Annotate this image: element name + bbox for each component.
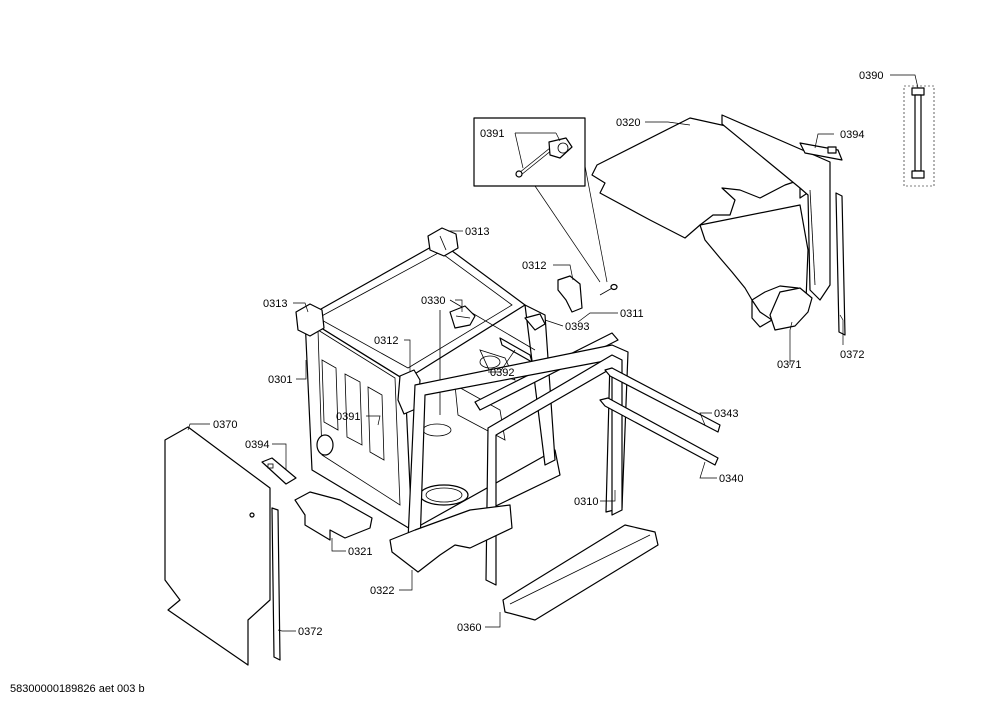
bracket-0394-left <box>261 457 297 485</box>
label-0312-left: 0312 <box>374 335 398 347</box>
label-0394-right: 0394 <box>840 129 864 141</box>
label-0391-inset: 0391 <box>480 128 504 140</box>
label-0313-top: 0313 <box>465 226 489 238</box>
hinge-0330 <box>449 305 476 329</box>
label-0322: 0322 <box>370 585 394 597</box>
label-0313-left: 0313 <box>263 298 287 310</box>
label-0330: 0330 <box>421 295 445 307</box>
label-0394-left: 0394 <box>245 439 269 451</box>
label-0393: 0393 <box>565 321 589 333</box>
corner-bracket-0313-top <box>427 227 459 257</box>
strip-0372-left <box>271 507 281 661</box>
label-0360: 0360 <box>457 622 481 634</box>
base-0322 <box>389 504 513 573</box>
kickplate-0360 <box>502 524 659 621</box>
label-0340: 0340 <box>719 473 743 485</box>
bracket-0394-right <box>799 142 843 161</box>
rail-0340 <box>599 397 719 466</box>
corner-bracket-0313-left <box>295 303 325 337</box>
label-0371: 0371 <box>777 359 801 371</box>
label-0391: 0391 <box>336 411 360 423</box>
rail-0343 <box>604 367 721 433</box>
leader-lines <box>187 74 919 632</box>
label-0321: 0321 <box>348 546 372 558</box>
label-0311: 0311 <box>620 308 644 320</box>
label-0320: 0320 <box>616 117 640 129</box>
document-code: 58300000189826 aet 003 b <box>10 683 145 695</box>
part-0393 <box>524 313 546 331</box>
part-labels: 0390 0391 0320 0394 0313 0312 0313 0330 … <box>213 70 883 638</box>
label-0372-left: 0372 <box>298 626 322 638</box>
profile-0390 <box>903 85 935 187</box>
label-0392: 0392 <box>490 367 514 379</box>
label-0343: 0343 <box>714 408 738 420</box>
label-0310: 0310 <box>574 496 598 508</box>
seal-0310 <box>485 354 623 586</box>
label-0372-right: 0372 <box>840 349 864 361</box>
bracket-0312-right <box>557 275 583 313</box>
label-0390: 0390 <box>859 70 883 82</box>
inset-detail-box <box>473 117 618 296</box>
base-0321 <box>294 491 373 541</box>
side-panel-0370 <box>164 426 271 666</box>
label-0301: 0301 <box>268 374 292 386</box>
strip-0372-right <box>835 192 846 336</box>
label-0370: 0370 <box>213 419 237 431</box>
label-0312-right: 0312 <box>522 260 546 272</box>
right-side-panel <box>721 114 831 331</box>
